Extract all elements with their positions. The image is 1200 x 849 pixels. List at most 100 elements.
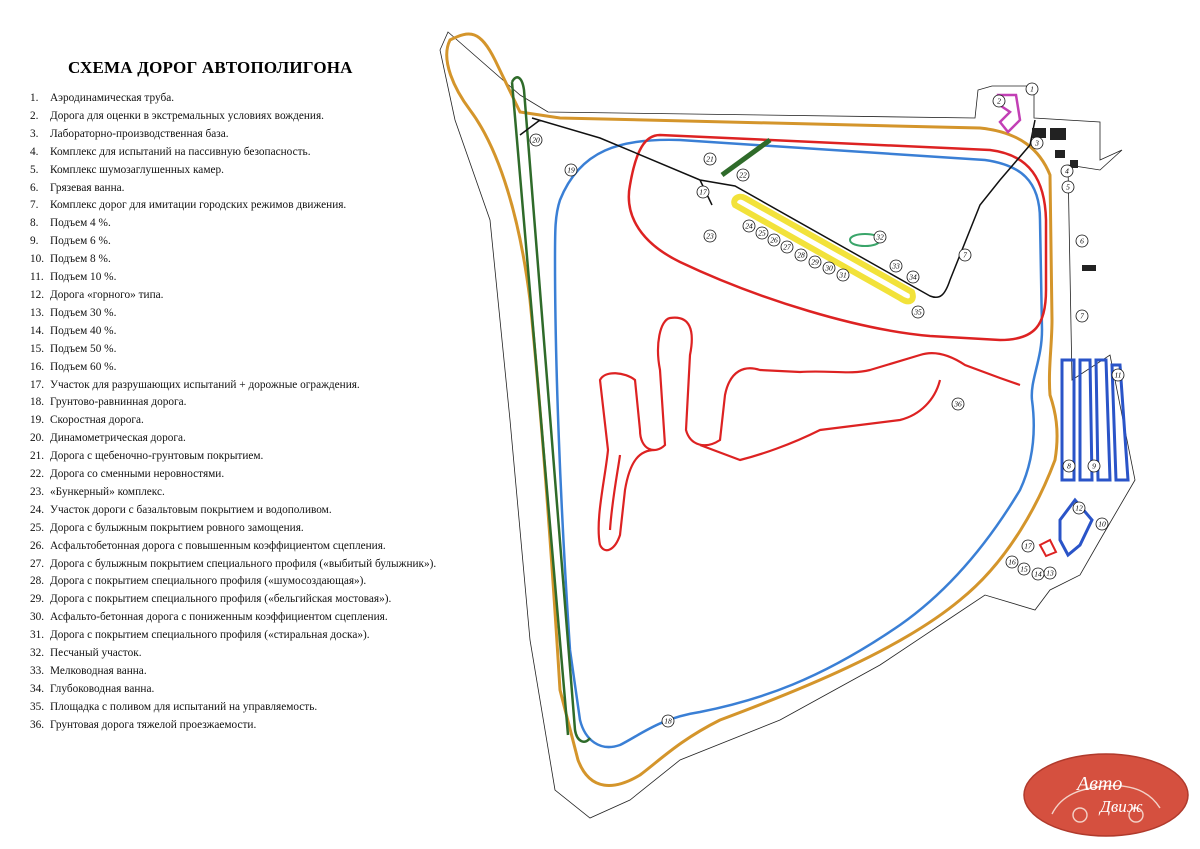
legend-item-text: Грязевая ванна. <box>50 181 125 194</box>
legend-item-number: 17. <box>30 378 45 391</box>
legend-item-number: 5. <box>30 163 39 176</box>
map-label-circle <box>564 163 578 177</box>
logo-text-2: Движ <box>1098 797 1143 816</box>
map-label: 4 <box>1065 167 1069 176</box>
map-label: 21 <box>706 155 714 164</box>
steep-hills-cluster <box>1038 538 1058 558</box>
legend-item: 31. Дорога с покрытием специального проф… <box>30 627 500 645</box>
legend-item: 36. Грунтовая дорога тяжелой проезжаемос… <box>30 717 500 735</box>
legend-item-text: Дорога с булыжным покрытием ровного замо… <box>50 521 304 534</box>
map-label: 27 <box>783 243 791 252</box>
map-label-circle <box>1031 567 1045 581</box>
map-label: 19 <box>567 166 575 175</box>
legend-item-number: 13. <box>30 306 45 319</box>
map-label: 22 <box>739 171 747 180</box>
buildings <box>1032 128 1096 271</box>
map-label-circle <box>911 305 925 319</box>
legend-item: 4. Комплекс для испытаний на пассивную б… <box>30 144 500 162</box>
legend-item-number: 21. <box>30 450 45 463</box>
logo-text-1: Авто <box>1075 773 1122 795</box>
legend-item-text: Дорога с покрытием специального профиля … <box>50 575 367 588</box>
legend-item-text: Грунтовая дорога тяжелой проезжаемости. <box>50 718 257 731</box>
map-label-circle <box>780 240 794 254</box>
legend-item: 32. Песчаный участок. <box>30 645 500 663</box>
legend-item-text: Грунтово-равнинная дорога. <box>50 396 187 409</box>
map-label: 1 <box>1030 85 1034 94</box>
map-label: 12 <box>1075 504 1083 513</box>
legend-item: 28. Дорога с покрытием специального проф… <box>30 573 500 591</box>
legend-item: 23. «Бункерный» комплекс. <box>30 484 500 502</box>
map-label: 24 <box>745 222 753 231</box>
legend-item-number: 8. <box>30 217 39 230</box>
legend-item: 10. Подъем 8 %. <box>30 251 500 269</box>
legend-item-text: Динамометрическая дорога. <box>50 432 186 445</box>
map-label-circle <box>529 133 543 147</box>
legend-item-number: 25. <box>30 521 45 534</box>
legend-item: 3. Лабораторно-производственная база. <box>30 126 500 144</box>
map-label: 13 <box>1046 569 1054 578</box>
map-label-circle <box>696 185 710 199</box>
map-label: 17 <box>1024 542 1032 551</box>
legend-item-text: Дорога с щебеночно-грунтовым покрытием. <box>50 450 264 463</box>
map-label-circle <box>742 219 756 233</box>
legend-item: 1. Аэродинамическая труба. <box>30 90 500 108</box>
map-label-circle <box>703 229 717 243</box>
legend-item-number: 12. <box>30 288 45 301</box>
map-label-circle <box>1060 164 1074 178</box>
legend-item: 30. Асфальто-бетонная дорога с пониженны… <box>30 609 500 627</box>
legend-item-text: Подъем 50 %. <box>50 342 117 355</box>
legend-item-text: Комплекс шумозаглушенных камер. <box>50 163 224 176</box>
legend-item: 6. Грязевая ванна. <box>30 180 500 198</box>
map-label-circle <box>889 259 903 273</box>
map-label: 3 <box>1034 139 1039 148</box>
legend-item-text: Мелководная ванна. <box>50 665 147 677</box>
legend-item-text: Комплекс для испытаний на пассивную безо… <box>50 145 311 158</box>
legend-item-number: 15. <box>30 342 45 355</box>
legend-item-number: 26. <box>30 539 45 552</box>
map-label: 10 <box>1098 520 1106 529</box>
map-label: 33 <box>891 262 900 271</box>
legend-item-text: Асфальто-бетонная дорога с пониженным ко… <box>50 611 388 624</box>
map-label-circle <box>1061 180 1075 194</box>
map-label-circle <box>1021 539 1035 553</box>
legend-item-text: Дорога с булыжным покрытием специального… <box>50 557 437 570</box>
map-label: 6 <box>1080 237 1084 246</box>
legend-item-text: Песчаный участок. <box>50 647 142 660</box>
legend-item: 7. Комплекс дорог для имитации городских… <box>30 197 500 215</box>
legend-item: 27. Дорога с булыжным покрытием специаль… <box>30 556 500 574</box>
map-label: 5 <box>1066 183 1070 192</box>
map-label: 35 <box>913 308 922 317</box>
legend-item-number: 14. <box>30 324 45 337</box>
legend-item-number: 32. <box>30 647 45 660</box>
map-label-circle <box>755 226 769 240</box>
legend-item-text: Лабораторно-производственная база. <box>50 127 229 140</box>
legend-item-text: Дорога со сменными неровностями. <box>50 468 225 481</box>
map-label-circle <box>1095 517 1109 531</box>
legend-item: 21. Дорога с щебеночно-грунтовым покрыти… <box>30 448 500 466</box>
legend-item-number: 28. <box>30 575 45 588</box>
legend-item: 19. Скоростная дорога. <box>30 412 500 430</box>
legend-item: 9. Подъем 6 %. <box>30 233 500 251</box>
map-label: 9 <box>1092 462 1096 471</box>
legend-item-number: 35. <box>30 700 45 713</box>
map-label-circle <box>808 255 822 269</box>
legend-item-number: 2. <box>30 109 39 122</box>
map-label: 34 <box>908 273 917 282</box>
legend-item-number: 10. <box>30 253 45 266</box>
map-label-circle <box>992 94 1006 108</box>
legend-item-number: 22. <box>30 468 45 481</box>
territory-boundary <box>439 31 1136 819</box>
legend-item: 22. Дорога со сменными неровностями. <box>30 466 500 484</box>
legend-list: 1. Аэродинамическая труба.2. Дорога для … <box>30 90 500 735</box>
heavy-ground-road <box>597 316 1021 552</box>
legend-item: 8. Подъем 4 %. <box>30 215 500 233</box>
map-label: 18 <box>664 717 672 726</box>
map-label: 29 <box>811 258 819 267</box>
legend-item-number: 20. <box>30 432 45 445</box>
legend-item-text: Подъем 30 %. <box>50 306 117 319</box>
map-label: 31 <box>838 271 847 280</box>
map-label-circle <box>836 268 850 282</box>
legend-item: 17. Участок для разрушающих испытаний + … <box>30 377 500 395</box>
legend-item-number: 7. <box>30 199 39 212</box>
legend-item-number: 29. <box>30 593 45 606</box>
